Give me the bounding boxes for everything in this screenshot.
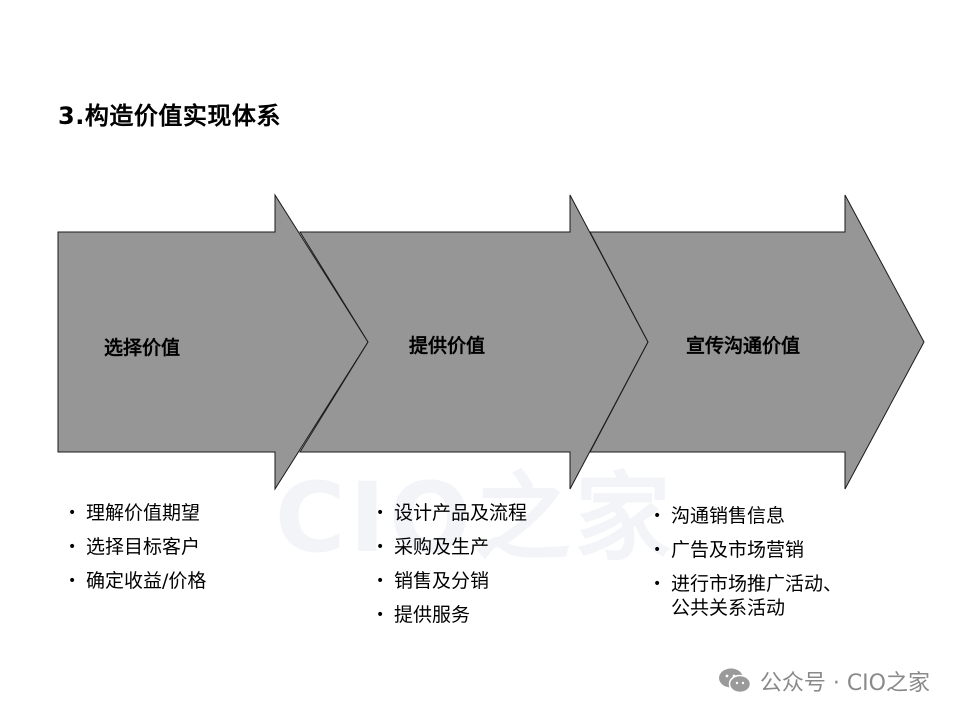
footer-account-text: 公众号 · CIO之家 xyxy=(759,671,930,696)
list-item: •沟通销售信息 xyxy=(653,505,786,527)
list-item: •设计产品及流程 xyxy=(376,502,528,524)
list-item: •提供服务 xyxy=(376,604,471,626)
arrow-stage-2 xyxy=(299,194,649,490)
list-item: •确定收益/价格 xyxy=(68,570,207,592)
list-item: •销售及分销 xyxy=(376,570,490,592)
list-item: •广告及市场营销 xyxy=(653,539,805,561)
wechat-icon xyxy=(718,668,752,694)
stage-label-select-value: 选择价值 xyxy=(104,337,181,359)
stage-2-bullet-list: •设计产品及流程 •采购及生产 •销售及分销 •提供服务 xyxy=(376,496,527,632)
list-item: •选择目标客户 xyxy=(68,536,201,558)
stage-1-bullet-list: •理解价值期望 •选择目标客户 •确定收益/价格 xyxy=(68,496,206,598)
list-item: •采购及生产 xyxy=(376,536,490,558)
stage-label-communicate-value: 宣传沟通价值 xyxy=(686,335,801,357)
stage-label-provide-value: 提供价值 xyxy=(409,335,486,357)
arrow-stage-3 xyxy=(589,194,925,490)
slide-title: 3.构造价值实现体系 xyxy=(58,102,281,130)
footer-account: 公众号 · CIO之家 xyxy=(718,665,930,697)
stage-3-bullet-list: •沟通销售信息 •广告及市场营销 •进行市场推广活动、 公共关系活动 xyxy=(653,499,842,620)
list-item: •进行市场推广活动、 公共关系活动 xyxy=(653,573,843,619)
list-item: •理解价值期望 xyxy=(68,502,201,524)
arrow-stage-1 xyxy=(57,193,369,491)
